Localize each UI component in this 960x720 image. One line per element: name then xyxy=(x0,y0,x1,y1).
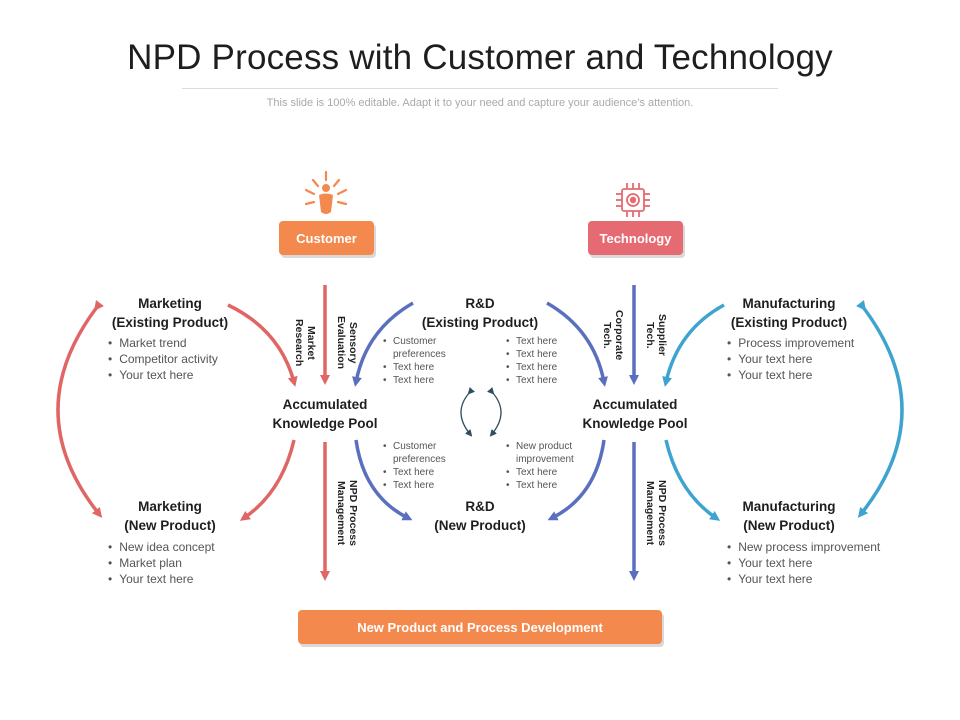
heading-line: Manufacturing xyxy=(742,296,836,311)
manufacturing-cycle-arrow xyxy=(855,299,904,518)
npd-button[interactable]: New Product and Process Development xyxy=(298,610,662,644)
rd-new-left-list: Customer preferences Text here Text here xyxy=(383,440,463,492)
list-item: Your text here xyxy=(108,367,218,383)
list-item: Text here xyxy=(506,335,586,348)
list-item: Customer preferences xyxy=(383,335,463,361)
supplier-tech-label: Supplier Tech. xyxy=(644,313,668,356)
exchange-arrow-right xyxy=(487,387,502,437)
rd-new-heading: R&D (New Product) xyxy=(405,497,555,535)
heading-line: (Existing Product) xyxy=(111,315,229,330)
pool-line: Accumulated xyxy=(282,397,368,412)
arrow-marketing-to-pool xyxy=(227,303,298,387)
heading-line: Marketing xyxy=(138,499,202,514)
marketing-new-list: New idea concept Market plan Your text h… xyxy=(108,539,215,587)
list-item: Customer preferences xyxy=(383,440,463,466)
heading-line: Marketing xyxy=(138,296,202,311)
pool-line: Knowledge Pool xyxy=(272,416,378,431)
heading-line: (Existing Product) xyxy=(730,315,848,330)
rd-existing-heading: R&D (Existing Product) xyxy=(405,294,555,332)
marketing-new-heading: Marketing (New Product) xyxy=(95,497,245,535)
list-item: Text here xyxy=(506,374,586,387)
arrow-pool-to-manufacturing-new xyxy=(664,439,721,521)
heading-line: (New Product) xyxy=(743,518,835,533)
arrow-pool-to-marketing-new xyxy=(239,439,296,521)
list-item: Market plan xyxy=(108,555,215,571)
exchange-arrow-left xyxy=(460,387,475,437)
list-item: New product improvement xyxy=(506,440,588,466)
heading-line: R&D xyxy=(465,499,495,514)
heading-line: (New Product) xyxy=(434,518,526,533)
arrow-manufacturing-to-pool xyxy=(662,303,725,387)
list-item: Your text here xyxy=(108,571,215,587)
list-item: Competitor activity xyxy=(108,351,218,367)
list-item: Your text here xyxy=(727,367,854,383)
person-radiating-icon xyxy=(304,170,348,214)
list-item: Your text here xyxy=(727,555,880,571)
heading-line: Manufacturing xyxy=(742,499,836,514)
marketing-existing-heading: Marketing (Existing Product) xyxy=(95,294,245,332)
manufacturing-existing-list: Process improvement Your text here Your … xyxy=(727,335,854,383)
list-item: Your text here xyxy=(727,351,854,367)
market-research-label: Market Research xyxy=(293,319,317,367)
npd-process-management-right-label: NPD Process Management xyxy=(644,480,668,546)
page-subtitle: This slide is 100% editable. Adapt it to… xyxy=(266,97,694,109)
title-divider xyxy=(182,88,778,89)
list-item: Text here xyxy=(383,466,463,479)
list-item: New process improvement xyxy=(727,539,880,555)
list-item: Text here xyxy=(506,361,586,374)
pool-line: Accumulated xyxy=(592,397,678,412)
list-item: Text here xyxy=(506,479,588,492)
manufacturing-new-list: New process improvement Your text here Y… xyxy=(727,539,880,587)
heading-line: R&D xyxy=(465,296,495,311)
rd-new-right-list: New product improvement Text here Text h… xyxy=(506,440,588,492)
arrow-left-pool-to-rd-new xyxy=(354,439,413,521)
arrow-rd-to-left-pool xyxy=(352,301,414,387)
corporate-tech-label: Corporate Tech. xyxy=(601,310,625,361)
heading-line: (New Product) xyxy=(124,518,216,533)
rd-existing-right-list: Text here Text here Text here Text here xyxy=(506,335,586,387)
customer-button[interactable]: Customer xyxy=(279,221,374,255)
manufacturing-new-heading: Manufacturing (New Product) xyxy=(714,497,864,535)
list-item: New idea concept xyxy=(108,539,214,555)
list-item: Text here xyxy=(383,361,463,374)
pool-line: Knowledge Pool xyxy=(582,416,688,431)
marketing-existing-list: Market trend Competitor activity Your te… xyxy=(108,335,218,383)
list-item: Text here xyxy=(383,374,463,387)
list-item: Market trend xyxy=(108,335,218,351)
sensory-evaluation-label: Sensory Evaluation xyxy=(335,316,359,370)
knowledge-pool-left: Accumulated Knowledge Pool xyxy=(255,395,395,433)
list-item: Process improvement xyxy=(727,335,854,351)
technology-button[interactable]: Technology xyxy=(588,221,683,255)
heading-line: (Existing Product) xyxy=(421,315,539,330)
rd-existing-left-list: Customer preferences Text here Text here xyxy=(383,335,463,387)
marketing-cycle-arrow xyxy=(56,299,105,518)
list-item: Text here xyxy=(506,466,588,479)
list-item: Text here xyxy=(506,348,586,361)
manufacturing-existing-heading: Manufacturing (Existing Product) xyxy=(714,294,864,332)
knowledge-pool-right: Accumulated Knowledge Pool xyxy=(565,395,705,433)
page-title: NPD Process with Customer and Technology xyxy=(127,38,833,77)
npd-process-management-left-label: NPD Process Management xyxy=(335,480,359,546)
chip-gear-icon xyxy=(616,183,650,217)
list-item: Text here xyxy=(383,479,463,492)
list-item: Your text here xyxy=(727,571,880,587)
